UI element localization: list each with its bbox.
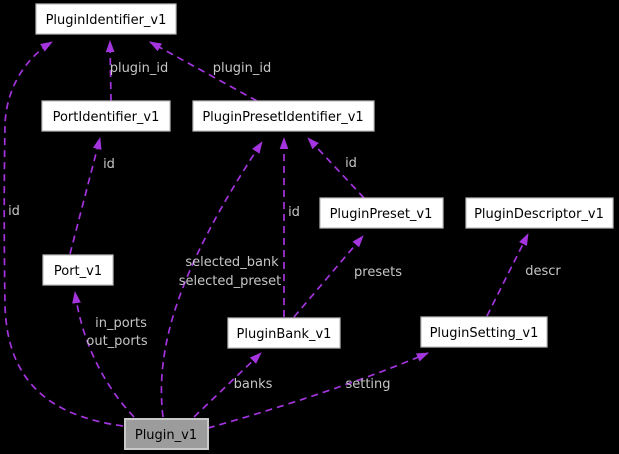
node-plugindescriptor-v1[interactable]: PluginDescriptor_v1 <box>465 197 614 229</box>
edge-plugin-selected <box>160 141 263 418</box>
node-label: PluginSetting_v1 <box>430 326 539 341</box>
node-label: PluginDescriptor_v1 <box>474 207 604 222</box>
node-label: PluginBank_v1 <box>237 327 332 342</box>
edge-label-id-bank: id <box>288 205 300 220</box>
edge-label-out-ports: out_ports <box>86 334 147 349</box>
node-label: Plugin_v1 <box>135 428 197 443</box>
edge-label-in-ports: in_ports <box>95 316 147 331</box>
edge-port-id <box>69 137 102 255</box>
edge-setting-descr <box>486 233 529 317</box>
node-label: PluginPresetIdentifier_v1 <box>202 110 363 125</box>
edge-plugin-ports <box>72 290 135 418</box>
edge-preset-id <box>307 137 365 199</box>
edge-label-id-port: id <box>103 157 115 172</box>
edge-label-plugin-id-1: plugin_id <box>110 61 169 76</box>
edge-label-descr: descr <box>525 264 561 279</box>
node-pluginpresetidentifier-v1[interactable]: PluginPresetIdentifier_v1 <box>192 100 375 132</box>
edge-labels: id plugin_id plugin_id id id id selected… <box>8 61 561 392</box>
node-port-v1[interactable]: Port_v1 <box>42 254 114 286</box>
edges <box>3 39 529 429</box>
node-portidentifier-v1[interactable]: PortIdentifier_v1 <box>41 100 171 132</box>
edge-label-setting: setting <box>345 377 390 392</box>
nodes: PluginIdentifier_v1 PortIdentifier_v1 Pl… <box>35 3 614 450</box>
edge-label-banks: banks <box>234 377 273 392</box>
node-label: PortIdentifier_v1 <box>53 110 160 125</box>
edge-label-id-preset: id <box>345 156 357 171</box>
node-label: PluginPreset_v1 <box>330 207 433 222</box>
node-label: Port_v1 <box>54 264 102 279</box>
edge-presetidentifier-pluginid <box>149 41 258 102</box>
edge-portidentifier-pluginid <box>105 39 115 102</box>
edge-label-id-left: id <box>8 204 20 219</box>
edge-plugin-id <box>3 41 124 427</box>
node-pluginsetting-v1[interactable]: PluginSetting_v1 <box>420 316 548 348</box>
edge-label-plugin-id-2: plugin_id <box>213 61 272 76</box>
edge-bank-presets <box>293 235 364 318</box>
edge-label-selected-bank: selected_bank <box>185 255 279 270</box>
node-label: PluginIdentifier_v1 <box>46 13 167 28</box>
node-plugin-v1-current[interactable]: Plugin_v1 <box>124 418 209 450</box>
edge-label-selected-preset: selected_preset <box>179 274 282 289</box>
node-pluginbank-v1[interactable]: PluginBank_v1 <box>227 317 341 349</box>
edge-plugin-banks <box>193 352 262 418</box>
edge-plugin-setting <box>207 352 429 429</box>
node-pluginidentifier-v1[interactable]: PluginIdentifier_v1 <box>35 3 177 35</box>
node-pluginpreset-v1[interactable]: PluginPreset_v1 <box>319 197 444 229</box>
edge-label-presets: presets <box>354 265 402 280</box>
